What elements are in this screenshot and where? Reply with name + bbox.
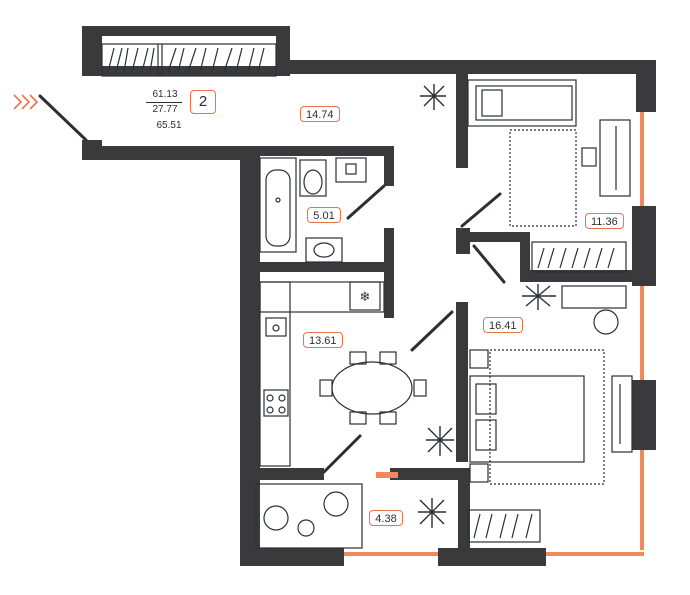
living-area-value: 61.13 bbox=[152, 89, 178, 100]
bathroom-fixtures bbox=[259, 157, 367, 263]
area-label-bedroom-main: 16.41 bbox=[483, 317, 523, 333]
doors bbox=[38, 94, 506, 474]
summary-divider bbox=[146, 102, 182, 103]
kitchen-area-value: 27.77 bbox=[152, 104, 178, 115]
apartment-summary: 61.13 27.77 2 65.51 bbox=[143, 89, 223, 131]
area-label-bathroom: 5.01 bbox=[307, 207, 341, 223]
entry-arrow-icon bbox=[13, 94, 39, 110]
walls bbox=[82, 26, 656, 566]
small-bedroom-furniture bbox=[467, 79, 631, 273]
area-label-kitchen: 13.61 bbox=[303, 332, 343, 348]
area-label-hallway: 14.74 bbox=[300, 106, 340, 122]
plant-icons bbox=[418, 84, 556, 528]
rooms-count-badge: 2 bbox=[190, 90, 216, 114]
area-label-bedroom-small: 11.36 bbox=[585, 213, 624, 229]
kitchen-furniture bbox=[259, 281, 427, 467]
snowflake-icon: ❄ bbox=[360, 290, 371, 305]
windows bbox=[344, 112, 644, 556]
balcony-furniture bbox=[255, 483, 541, 549]
wardrobe-top bbox=[101, 43, 277, 77]
total-area-value: 65.51 bbox=[156, 120, 182, 131]
area-label-balcony: 4.38 bbox=[369, 510, 403, 526]
main-bedroom-furniture bbox=[469, 285, 633, 485]
